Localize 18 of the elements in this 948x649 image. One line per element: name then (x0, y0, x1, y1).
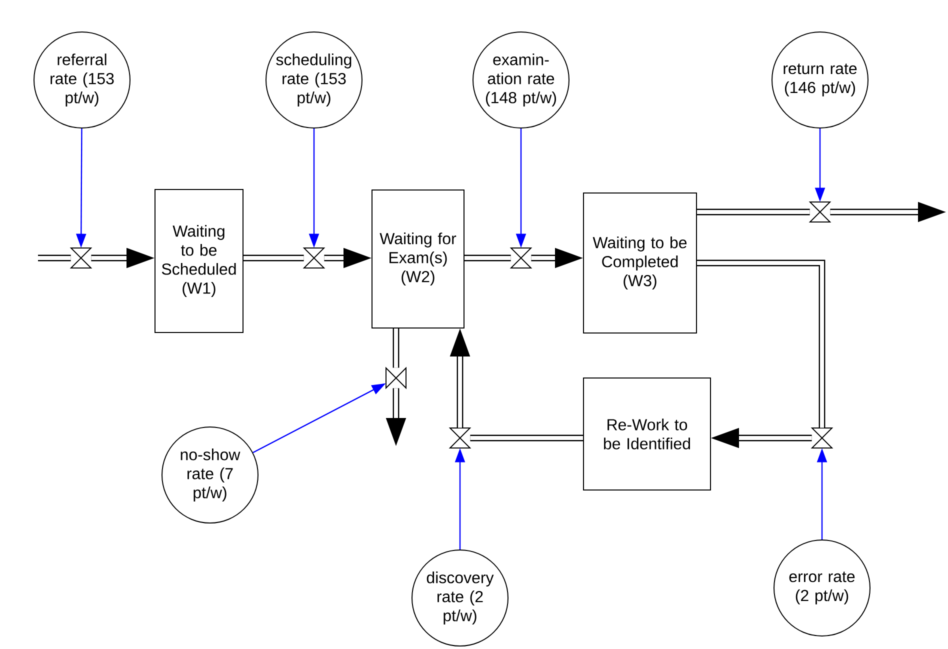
flow-pipe (244, 254, 304, 262)
valve-symbol (810, 428, 834, 448)
stock-box: Waiting for Exam(s) (W2) (372, 190, 464, 328)
valve-symbol (448, 428, 472, 448)
stock-box: Re-Work to be Identified (583, 378, 711, 490)
flow-pipe (697, 208, 810, 216)
valve-symbol (808, 202, 832, 222)
stock-box: Waiting to be Scheduled (W1) (154, 189, 244, 333)
stock-box: Waiting to be Completed (W3) (583, 192, 697, 334)
valve-symbol (386, 366, 406, 390)
flow-pipe (464, 254, 511, 262)
valve-symbol (70, 248, 92, 268)
flow-pipe (38, 254, 71, 262)
flow-pipe (392, 328, 400, 368)
valve-symbol (510, 248, 532, 268)
flow-pipe (697, 260, 826, 428)
flow-pipe (470, 434, 583, 442)
valve-symbol (302, 248, 326, 268)
